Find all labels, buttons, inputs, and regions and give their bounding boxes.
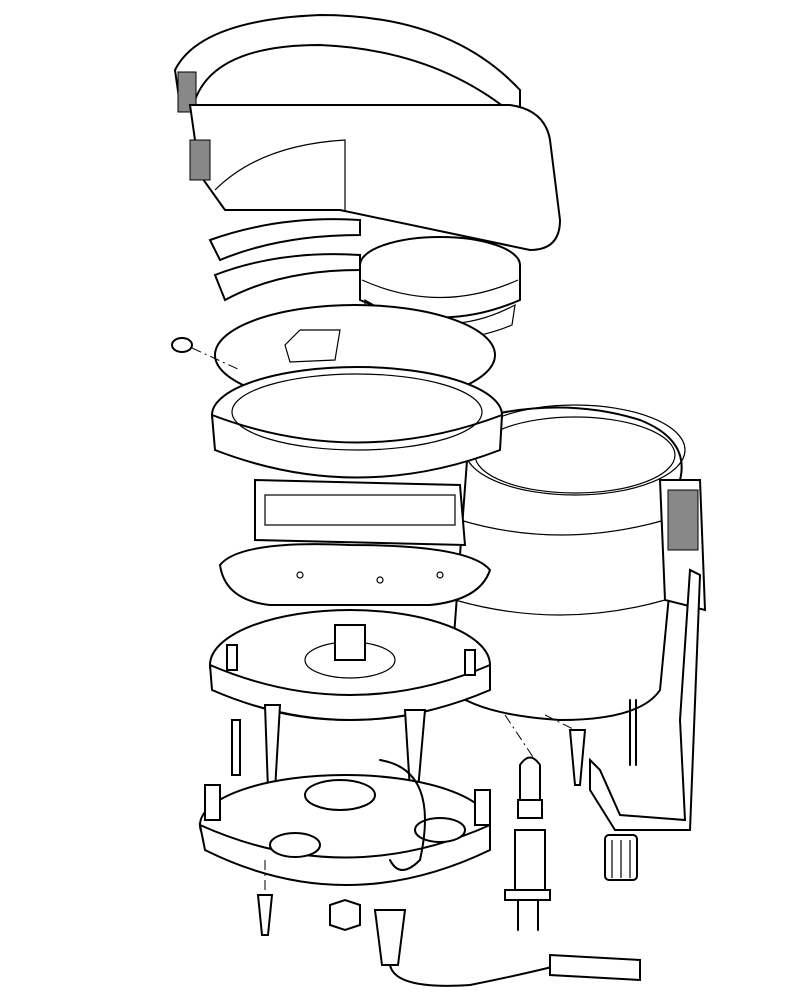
cable-grommet-and-cable <box>373 909 641 987</box>
main-housing <box>448 404 707 722</box>
circuit-board <box>218 543 492 606</box>
nut-hex <box>329 898 361 932</box>
rotating-ring <box>210 366 504 479</box>
knurled-nut <box>604 834 638 881</box>
movement-plate <box>208 609 491 721</box>
bulb <box>504 714 543 819</box>
mounting-bracket <box>589 568 702 831</box>
bulb-socket <box>504 829 551 931</box>
mask-frame <box>254 478 467 547</box>
lens-and-gasket-rings <box>208 218 521 340</box>
nut-small <box>171 337 241 371</box>
screw-left <box>256 860 274 936</box>
bezel-ring <box>173 13 521 123</box>
base-housing <box>198 759 491 886</box>
screw-right <box>544 714 587 786</box>
square-face-plate <box>188 104 562 252</box>
